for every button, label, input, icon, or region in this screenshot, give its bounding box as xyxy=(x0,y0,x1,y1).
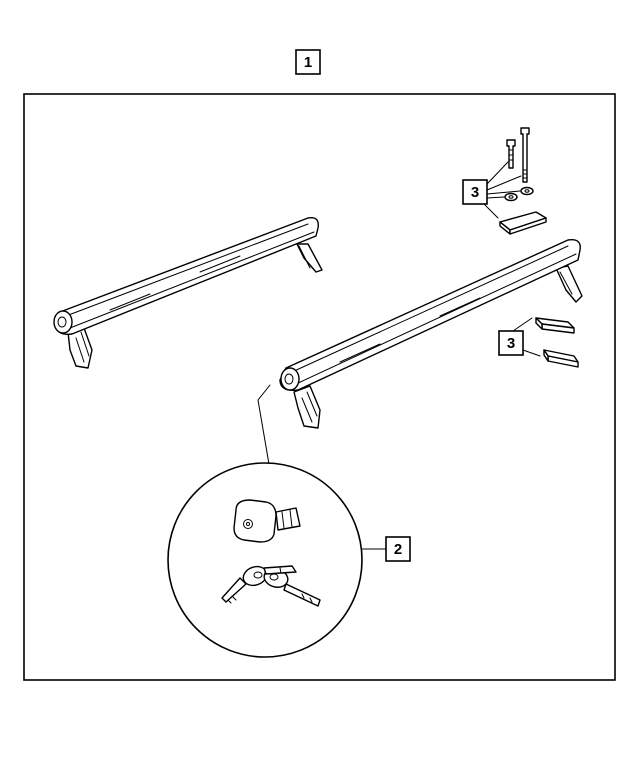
keys-pair xyxy=(221,565,321,607)
callout-3-hardware-side[interactable]: 3 xyxy=(498,317,541,357)
hardware-bolts-kit[interactable] xyxy=(499,127,547,235)
callout-2-label: 2 xyxy=(394,541,402,558)
callout-3-hardware-top[interactable]: 3 xyxy=(462,161,522,219)
callout-3-side-label: 3 xyxy=(507,335,515,352)
callout-2-lock-kit[interactable]: 2 xyxy=(361,536,411,562)
callout-3-top-label: 3 xyxy=(471,184,479,201)
callout-1-assembly[interactable]: 1 xyxy=(295,49,321,75)
crossbar-front[interactable] xyxy=(279,239,583,429)
crossbar-rear[interactable] xyxy=(53,217,323,369)
detail-leader-line xyxy=(257,384,271,471)
lock-kit-detail[interactable] xyxy=(167,462,363,658)
spacer-pads[interactable] xyxy=(535,317,579,368)
diagram-frame xyxy=(23,93,616,681)
lock-cylinder xyxy=(233,499,301,543)
callout-1-label: 1 xyxy=(304,54,312,71)
